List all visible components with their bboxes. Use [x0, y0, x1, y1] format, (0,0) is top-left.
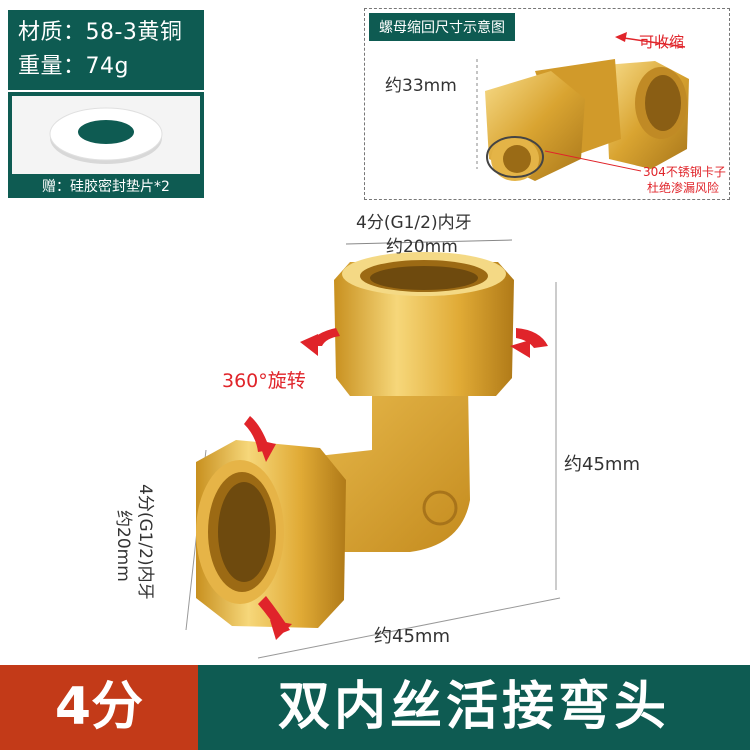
weight-text: 重量：74g — [18, 54, 129, 79]
inset-diagram: 螺母缩回尺寸示意图 可收缩 约33mm 304不锈钢卡子 杜绝渗漏风险 — [364, 8, 730, 200]
left-thread-label-line1: 4分(G1/2)内牙 — [135, 484, 155, 600]
inset-fitting-drawing — [476, 32, 689, 181]
elbow-fitting-drawing — [185, 239, 561, 659]
gasket-image-area — [12, 96, 200, 174]
shrink-label: 可收缩 — [639, 33, 685, 51]
rotation-label: 360°旋转 — [222, 370, 306, 392]
spec-box: 材质：58-3黄铜 重量：74g — [8, 10, 204, 90]
left-thread-label-line2: 约20mm — [113, 510, 133, 582]
material-text: 材质：58-3黄铜 — [18, 20, 183, 45]
gift-box: 赠：硅胶密封垫片*2 — [8, 92, 204, 198]
inset-length-label: 约33mm — [385, 76, 457, 96]
top-thread-label-line1: 4分(G1/2)内牙 — [356, 213, 472, 233]
product-banner: 4分 双内丝活接弯头 — [0, 665, 750, 750]
clip-label-line1: 304不锈钢卡子 — [643, 165, 726, 179]
clip-label-line2: 杜绝渗漏风险 — [647, 181, 720, 195]
height-label: 约45mm — [564, 454, 640, 475]
silicone-gasket-icon — [49, 107, 163, 164]
size-badge: 4分 — [0, 665, 198, 750]
gift-label: 赠：硅胶密封垫片*2 — [42, 179, 170, 195]
inset-title: 螺母缩回尺寸示意图 — [369, 13, 515, 41]
product-name: 双内丝活接弯头 — [277, 677, 670, 737]
top-thread-label-line2: 约20mm — [386, 237, 458, 257]
width-label: 约45mm — [374, 626, 450, 647]
